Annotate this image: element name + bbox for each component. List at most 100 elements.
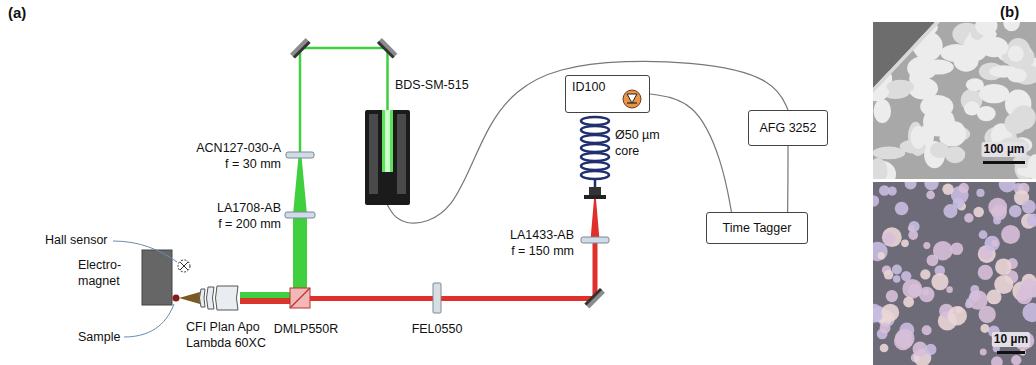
micrograph bbox=[873, 22, 1036, 179]
instrument-box: Time Tagger bbox=[706, 212, 808, 244]
grain bbox=[991, 240, 998, 247]
grain bbox=[979, 230, 988, 239]
node-label: Time Tagger bbox=[723, 221, 792, 236]
grain bbox=[923, 242, 930, 249]
grain bbox=[1007, 38, 1031, 63]
grain bbox=[873, 195, 879, 206]
grain bbox=[920, 95, 953, 118]
grain bbox=[926, 191, 935, 200]
node-label: AFG 3252 bbox=[760, 121, 817, 136]
fiber-label: Ø50 µm core bbox=[615, 128, 667, 159]
leader-line bbox=[124, 304, 174, 337]
crystal-grains bbox=[873, 22, 1036, 179]
grain bbox=[925, 344, 936, 355]
focused-beam bbox=[179, 292, 200, 304]
grain bbox=[873, 158, 887, 179]
grain bbox=[919, 80, 935, 94]
focal-length: f = 150 mm bbox=[511, 244, 574, 260]
mirror bbox=[584, 288, 605, 309]
grain bbox=[1003, 22, 1020, 31]
grain bbox=[995, 258, 1012, 275]
grain bbox=[922, 325, 932, 335]
grain bbox=[880, 323, 891, 334]
focal-length: f = 200 mm bbox=[218, 217, 281, 233]
red-beam bbox=[310, 296, 595, 301]
part-label: LA1708-AB bbox=[217, 201, 281, 217]
red-beam bbox=[591, 199, 600, 240]
grain bbox=[877, 252, 884, 259]
grain bbox=[984, 236, 999, 251]
hall-sensor bbox=[178, 260, 190, 272]
green-beam bbox=[293, 156, 307, 215]
part-label: Electro-magnet bbox=[78, 258, 138, 289]
grain bbox=[1011, 105, 1035, 130]
grain bbox=[893, 275, 901, 283]
grain bbox=[942, 184, 953, 195]
red-beam bbox=[593, 243, 598, 299]
grain bbox=[1009, 205, 1022, 218]
lens bbox=[581, 237, 609, 243]
signal-cable bbox=[787, 146, 789, 212]
leader-line bbox=[113, 241, 177, 262]
grain bbox=[882, 227, 902, 247]
grain bbox=[987, 290, 1002, 305]
panel-letter: (b) bbox=[1000, 3, 1019, 22]
lens bbox=[286, 152, 314, 158]
grain bbox=[973, 207, 984, 218]
grain bbox=[933, 241, 953, 261]
fiber-coil bbox=[581, 117, 609, 188]
grain bbox=[873, 242, 888, 261]
laser-glow bbox=[382, 110, 393, 172]
scale-bar bbox=[983, 161, 1025, 164]
grain bbox=[979, 306, 996, 323]
laser-housing bbox=[397, 114, 406, 194]
red-beam bbox=[240, 298, 290, 304]
panel-letter: (a) bbox=[8, 4, 26, 23]
grain bbox=[1001, 225, 1020, 244]
part-label: CFI Plan Apo Lambda 60XC bbox=[186, 320, 272, 351]
grain bbox=[905, 182, 917, 189]
node-label: BDS-SM-515 bbox=[395, 78, 469, 93]
dichroic-cube bbox=[290, 288, 310, 308]
grain bbox=[920, 269, 930, 279]
grain bbox=[886, 290, 898, 302]
grain bbox=[892, 264, 902, 274]
grain bbox=[1022, 200, 1036, 214]
instrument-box: AFG 3252 bbox=[748, 110, 828, 146]
grain bbox=[901, 239, 909, 247]
sample-dot bbox=[173, 295, 180, 302]
grain bbox=[975, 22, 997, 36]
grain bbox=[887, 80, 915, 94]
fiber-connector bbox=[584, 187, 606, 199]
scale-label: 100 µm bbox=[982, 142, 1027, 157]
green-beam bbox=[299, 48, 302, 155]
dichroic-cube bbox=[290, 288, 310, 308]
grain bbox=[979, 84, 1010, 103]
grain bbox=[883, 233, 895, 245]
grain bbox=[908, 283, 921, 296]
grain bbox=[948, 306, 967, 325]
scale-label: 10 µm bbox=[992, 332, 1030, 347]
electromagnet bbox=[142, 250, 172, 305]
scale-bar bbox=[997, 351, 1025, 354]
grain bbox=[991, 356, 1003, 365]
grain bbox=[931, 273, 948, 290]
grain bbox=[911, 126, 926, 149]
node-label: ID100 bbox=[572, 80, 605, 95]
grain bbox=[980, 324, 989, 333]
substrate-edge bbox=[873, 22, 940, 93]
grain bbox=[958, 183, 969, 194]
grain bbox=[1028, 154, 1036, 179]
grain bbox=[884, 270, 894, 280]
mirror bbox=[290, 38, 311, 59]
grain bbox=[880, 344, 889, 353]
grain bbox=[881, 304, 899, 322]
green-beam bbox=[300, 47, 388, 50]
green-beam bbox=[386, 48, 389, 110]
grain bbox=[951, 242, 964, 255]
crystal-grains bbox=[873, 182, 1036, 365]
grain bbox=[953, 197, 964, 208]
signal-cable bbox=[388, 61, 789, 223]
